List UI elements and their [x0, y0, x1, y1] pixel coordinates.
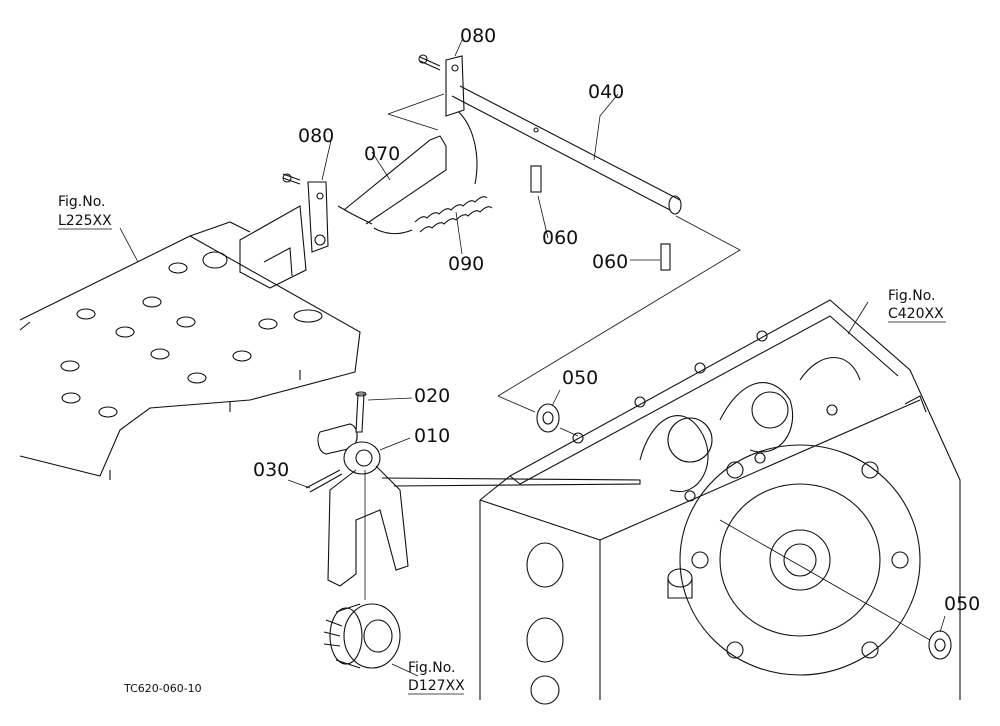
callout-010: 010	[414, 425, 450, 447]
callout-080-top: 080	[460, 25, 496, 47]
callout-030: 030	[253, 459, 289, 481]
seals-050	[536, 403, 952, 660]
callout-060-a: 060	[542, 227, 578, 249]
figref-d127-line1: Fig.No.	[408, 660, 456, 676]
callout-040: 040	[588, 81, 624, 103]
assembly-lines	[387, 93, 741, 413]
frame-plate	[19, 205, 361, 480]
callout-060-b: 060	[592, 251, 628, 273]
figref-d127-line2: D127XX	[408, 678, 465, 694]
drawing-code: TC620-060-10	[123, 682, 202, 695]
pins-060	[530, 165, 671, 271]
figure-references: Fig.No. L225XX Fig.No. C420XX Fig.No. D1…	[58, 194, 946, 695]
callout-070: 070	[364, 143, 400, 165]
callout-050-top: 050	[562, 367, 598, 389]
transmission-case	[479, 299, 961, 705]
figref-c420-line2: C420XX	[888, 306, 944, 322]
spring-090	[373, 103, 493, 235]
bearing	[323, 603, 401, 669]
callout-020: 020	[414, 385, 450, 407]
leader-lines	[119, 37, 946, 677]
callout-090: 090	[448, 253, 484, 275]
callouts: 080 080 070 040 090 060 060 050 050 020 …	[253, 25, 980, 615]
shaft-040	[418, 54, 682, 215]
figref-c420-line1: Fig.No.	[888, 288, 936, 304]
figref-l225-line1: Fig.No.	[58, 194, 106, 210]
callout-080-left: 080	[298, 125, 334, 147]
callout-050-right: 050	[944, 593, 980, 615]
rod-070	[337, 135, 447, 225]
figref-l225-line2: L225XX	[58, 213, 112, 229]
shift-fork	[305, 391, 641, 600]
left-bracket	[282, 173, 329, 253]
